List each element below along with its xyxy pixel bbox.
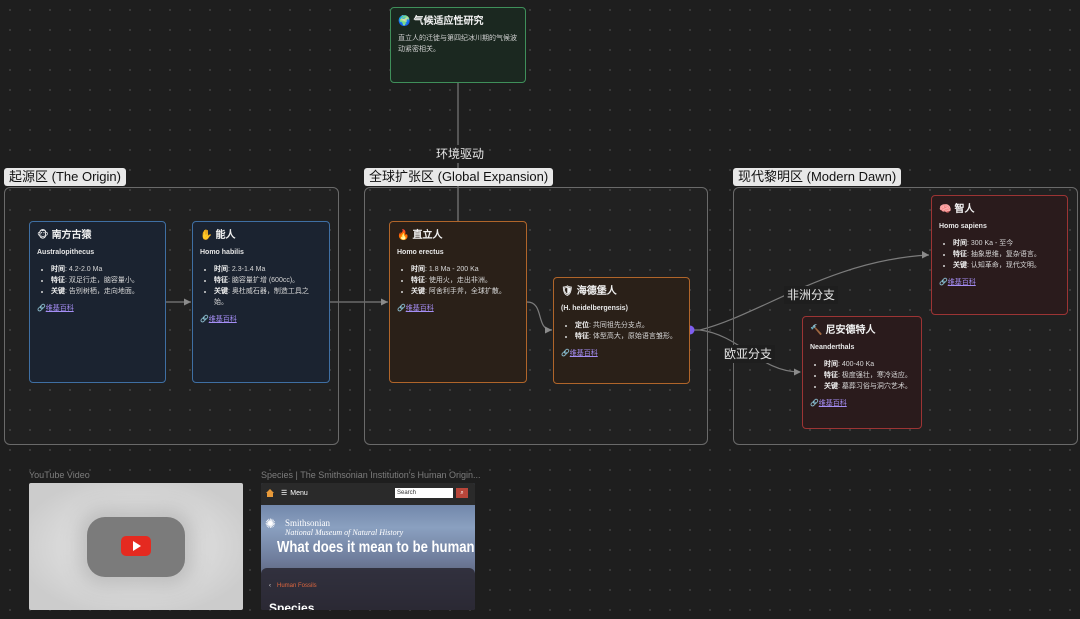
youtube-play-icon[interactable] xyxy=(121,536,151,556)
hand-icon: ✋ xyxy=(200,230,213,241)
card-australopithecus[interactable]: 🐵 南方古猿 Australopithecus 时间: 4.2-2.0 Ma 特… xyxy=(29,221,166,383)
brand-name: Smithsonian xyxy=(285,518,331,528)
fire-icon: 🔥 xyxy=(397,230,410,241)
card-subtitle: Homo sapiens xyxy=(939,223,987,230)
link-icon: 🔗 xyxy=(810,400,819,407)
edge-label-eurasia: 欧亚分支 xyxy=(721,345,776,363)
fact-item: 关键: 奥杜威石器，制造工具之始。 xyxy=(214,286,322,308)
link-icon: 🔗 xyxy=(939,279,948,286)
breadcrumb[interactable]: ‹Human Fossils xyxy=(269,583,317,589)
card-subtitle: Australopithecus xyxy=(37,249,95,256)
fact-item: 关键: 阿舍利手斧，全球扩散。 xyxy=(411,286,519,297)
card-facts: 时间: 300 Ka - 至今 特征: 抽象思维，复杂语言。 关键: 认知革命，… xyxy=(939,238,1060,271)
wiki-link[interactable]: 维基百科 xyxy=(569,350,598,357)
fact-item: 关键: 墓葬习俗与洞穴艺术。 xyxy=(824,381,914,392)
monkey-icon: 🐵 xyxy=(37,230,49,241)
card-subtitle: Neanderthals xyxy=(810,344,855,351)
brand-subtitle: National Museum of Natural History xyxy=(285,528,404,537)
card-title: 🐵 南方古猿 xyxy=(37,230,92,241)
globe-icon: 🌍 xyxy=(398,16,411,27)
fact-item: 关键: 认知革命，现代文明。 xyxy=(953,260,1060,271)
fact-item: 时间: 400-40 Ka xyxy=(824,359,914,370)
youtube-embed-title: YouTube Video xyxy=(29,470,90,480)
card-title: 🌍 气候适应性研究 xyxy=(398,16,484,27)
card-title: 🧠 智人 xyxy=(939,204,975,215)
card-title: 🛡 海德堡人 xyxy=(561,286,617,297)
link-icon: 🔗 xyxy=(397,305,406,312)
fact-item: 时间: 300 Ka - 至今 xyxy=(953,238,1060,249)
edge-label-africa: 非洲分支 xyxy=(784,286,839,304)
fact-item: 关键: 告别树栖，走向地面。 xyxy=(51,286,158,297)
fact-item: 特征: 脑容量扩增 (600cc)。 xyxy=(214,275,322,286)
menu-button[interactable]: ☰ Menu xyxy=(281,489,308,498)
card-facts: 时间: 4.2-2.0 Ma 特征: 双足行走，脑容量小。 关键: 告别树栖，走… xyxy=(37,264,158,297)
edge-label-env-drive: 环境驱动 xyxy=(433,145,488,163)
youtube-embed[interactable] xyxy=(29,483,243,610)
group-origin[interactable] xyxy=(4,187,339,445)
card-facts: 时间: 1.8 Ma - 200 Ka 特征: 使用火，走出非洲。 关键: 阿舍… xyxy=(397,264,519,297)
card-facts: 时间: 2.3-1.4 Ma 特征: 脑容量扩增 (600cc)。 关键: 奥杜… xyxy=(200,264,322,308)
arrowhead xyxy=(545,326,552,334)
card-facts: 时间: 400-40 Ka 特征: 极度强壮，寒冷适应。 关键: 墓葬习俗与洞穴… xyxy=(810,359,914,392)
fact-item: 特征: 抽象思维，复杂语言。 xyxy=(953,249,1060,260)
fact-item: 特征: 双足行走，脑容量小。 xyxy=(51,275,158,286)
hero-headline: What does it mean to be human? xyxy=(277,539,475,556)
card-title: 🔥 直立人 xyxy=(397,230,443,241)
web-embed-title: Species | The Smithsonian Institution's … xyxy=(261,470,481,480)
arrowhead xyxy=(184,298,191,306)
wiki-link[interactable]: 维基百科 xyxy=(45,305,74,312)
site-search-input[interactable]: Search xyxy=(395,488,453,498)
search-icon[interactable]: ⌕ xyxy=(456,488,468,498)
card-facts: 定位: 共同祖先分支点。 特征: 体型高大，原始语言雏形。 xyxy=(561,320,682,342)
card-title: 🔨 尼安德特人 xyxy=(810,325,876,336)
group-label-modern[interactable]: 现代黎明区 (Modern Dawn) xyxy=(733,168,902,186)
fact-item: 时间: 1.8 Ma - 200 Ka xyxy=(411,264,519,275)
link-icon: 🔗 xyxy=(561,350,570,357)
wiki-link[interactable]: 维基百科 xyxy=(947,279,976,286)
card-subtitle: (H. heidelbergensis) xyxy=(561,305,628,312)
card-erectus[interactable]: 🔥 直立人 Homo erectus 时间: 1.8 Ma - 200 Ka 特… xyxy=(389,221,527,383)
wiki-link[interactable]: 维基百科 xyxy=(405,305,434,312)
fact-item: 时间: 4.2-2.0 Ma xyxy=(51,264,158,275)
brain-icon: 🧠 xyxy=(939,204,952,215)
hammer-icon: 🔨 xyxy=(810,325,823,336)
smithsonian-sun-logo: ✺ xyxy=(265,516,276,531)
web-embed[interactable]: ☰ Menu Search ⌕ ✺ Smithsonian National M… xyxy=(261,483,475,610)
content-panel xyxy=(261,568,475,610)
fact-item: 定位: 共同祖先分支点。 xyxy=(575,320,682,331)
card-title: ✋ 能人 xyxy=(200,230,236,241)
arrowhead xyxy=(381,298,388,306)
home-icon[interactable] xyxy=(265,488,275,498)
fact-item: 特征: 体型高大，原始语言雏形。 xyxy=(575,331,682,342)
group-modern[interactable] xyxy=(733,187,1078,445)
link-icon: 🔗 xyxy=(200,316,209,323)
arrowhead xyxy=(794,368,801,376)
card-description: 直立人的迁徙与第四纪冰川期的气候波动紧密相关。 xyxy=(398,35,517,53)
card-climate[interactable]: 🌍 气候适应性研究 直立人的迁徙与第四纪冰川期的气候波动紧密相关。 xyxy=(390,7,526,83)
group-label-origin[interactable]: 起源区 (The Origin) xyxy=(4,168,126,186)
card-subtitle: Homo habilis xyxy=(200,249,244,256)
card-neanderthals[interactable]: 🔨 尼安德特人 Neanderthals 时间: 400-40 Ka 特征: 极… xyxy=(802,316,922,429)
card-heidelbergensis[interactable]: 🛡 海德堡人 (H. heidelbergensis) 定位: 共同祖先分支点。… xyxy=(553,277,690,384)
group-expansion[interactable] xyxy=(364,187,708,445)
card-habilis[interactable]: ✋ 能人 Homo habilis 时间: 2.3-1.4 Ma 特征: 脑容量… xyxy=(192,221,330,383)
fact-item: 特征: 极度强壮，寒冷适应。 xyxy=(824,370,914,381)
wiki-link[interactable]: 维基百科 xyxy=(818,400,847,407)
card-subtitle: Homo erectus xyxy=(397,249,444,256)
link-icon: 🔗 xyxy=(37,305,46,312)
fact-item: 时间: 2.3-1.4 Ma xyxy=(214,264,322,275)
arrowhead xyxy=(922,251,929,259)
chevron-left-icon: ‹ xyxy=(269,583,271,589)
shield-icon: 🛡 xyxy=(561,286,574,297)
page-heading: Species xyxy=(269,601,315,610)
fact-item: 特征: 使用火，走出非洲。 xyxy=(411,275,519,286)
group-label-expansion[interactable]: 全球扩张区 (Global Expansion) xyxy=(364,168,554,186)
wiki-link[interactable]: 维基百科 xyxy=(208,316,237,323)
card-sapiens[interactable]: 🧠 智人 Homo sapiens 时间: 300 Ka - 至今 特征: 抽象… xyxy=(931,195,1068,315)
hamburger-icon: ☰ xyxy=(281,490,288,497)
